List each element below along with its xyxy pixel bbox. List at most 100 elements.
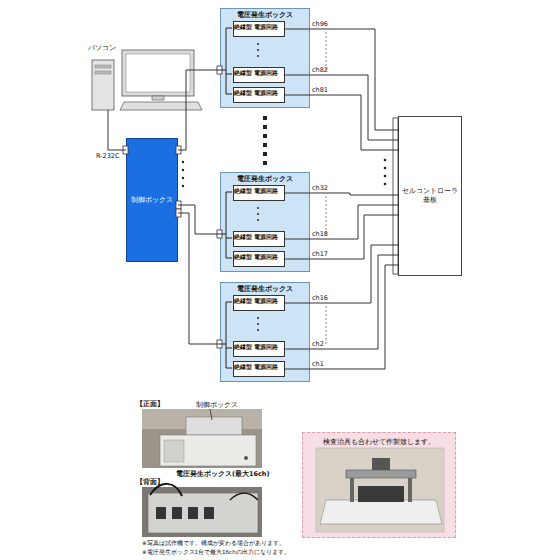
ellipsis-dot [257, 213, 259, 215]
ellipsis-dot [257, 323, 259, 325]
omission-dash [326, 32, 327, 70]
ellipsis-dot [182, 177, 184, 179]
node-text: 絶縁型 電源回路 [234, 23, 262, 30]
channel-label: ch2 [312, 340, 324, 348]
power-circuit: 絶縁型 電源回路 [233, 341, 285, 357]
node-text: 絶縁型 電源回路 [234, 343, 262, 350]
jig-plate [346, 470, 416, 478]
ellipsis-square [263, 161, 267, 165]
connector [176, 146, 181, 154]
ellipsis-square [263, 152, 267, 156]
ellipsis-dot [384, 183, 387, 186]
photo-background [316, 448, 444, 532]
photo-caption: 【正面】 [136, 400, 164, 408]
switch-detail [244, 456, 248, 460]
power-circuit: 絶縁型 電源回路 [233, 361, 285, 377]
pc-node: パソコン [88, 44, 200, 110]
photo-caption: 【背面】 [136, 478, 164, 486]
node-text: 制御ボックス [131, 195, 173, 205]
panel-detail [164, 440, 184, 462]
omission-dash [326, 196, 327, 234]
interface-label: R-232C [96, 152, 120, 160]
signal-wire [285, 265, 398, 369]
photo-callout: 電圧発生ボックス(最大16ch) [176, 470, 269, 478]
ellipsis-dot [182, 161, 184, 163]
signal-wire [285, 245, 398, 303]
node-text: 絶縁型 電源回路 [234, 233, 262, 240]
jig-photo [316, 448, 444, 532]
node-text: 検査治具も合わせて作製致します。 [303, 437, 455, 447]
connector [176, 209, 181, 217]
power-circuit: 絶縁型 電源回路 [233, 67, 285, 83]
photo-background [142, 409, 262, 468]
node-text: 電圧発生ボックス [221, 284, 309, 294]
drive-bay [95, 71, 111, 74]
node-text: 絶縁型 電源回路 [234, 69, 262, 76]
jig-post [350, 478, 354, 502]
signal-wire [285, 29, 398, 130]
power-circuit: 絶縁型 電源回路 [233, 87, 285, 103]
port-detail [188, 507, 198, 519]
ellipsis-dot [257, 55, 259, 57]
port-detail [204, 507, 214, 519]
port-detail [172, 507, 182, 519]
signal-wire [285, 255, 398, 349]
power-circuit: 絶縁型 電源回路 [233, 185, 285, 201]
connector [176, 201, 181, 209]
keyboard [120, 102, 202, 110]
ellipsis-dot [384, 159, 387, 162]
connector-group [123, 66, 398, 348]
note-box: 検査治具も合わせて作製致します。 [302, 432, 456, 538]
board-connector [393, 118, 398, 274]
control-box-photo [186, 417, 242, 435]
ellipsis-dot [257, 207, 259, 209]
pc-illustration [92, 50, 202, 110]
ellipsis-dot [257, 49, 259, 51]
signal-wire [178, 70, 220, 150]
ellipsis-dot [257, 317, 259, 319]
power-circuit: 絶縁型 電源回路 [233, 231, 285, 247]
monitor-frame [122, 50, 194, 96]
power-circuit: 絶縁型 電源回路 [233, 295, 285, 311]
voltage-box: 電圧発生ボックス絶縁型 電源回路絶縁型 電源回路絶縁型 電源回路 [220, 172, 310, 272]
internal-bus [220, 302, 232, 368]
omission-dash [326, 306, 327, 344]
cable [150, 484, 182, 496]
cable [230, 493, 258, 500]
channel-label: ch16 [312, 294, 328, 302]
monitor-screen [126, 54, 190, 92]
ellipsis-square [263, 116, 267, 120]
monitor-stand [152, 96, 164, 100]
footnote: ※電圧発生ボックス1台で最大16chの出力になります。 [142, 548, 290, 556]
channel-label: ch96 [312, 20, 328, 28]
ellipsis-dot [384, 167, 387, 170]
channel-label: ch1 [312, 360, 324, 368]
signal-wire [178, 213, 220, 344]
ellipsis-dot [182, 185, 184, 187]
jig-post [408, 478, 412, 502]
jig-block [358, 486, 404, 502]
power-circuit: 絶縁型 電源回路 [233, 21, 285, 37]
node-text: 絶縁型 電源回路 [234, 187, 262, 194]
signal-wire [285, 95, 398, 150]
jig-lever [372, 458, 390, 470]
node-text: 電圧発生ボックス [221, 10, 309, 20]
port-detail [156, 507, 166, 519]
channel-label: ch17 [312, 250, 328, 258]
ellipsis-square [263, 143, 267, 147]
ellipsis-dot [257, 43, 259, 45]
jig-base [320, 500, 442, 524]
ellipsis-square [263, 125, 267, 129]
channel-label: ch18 [312, 230, 328, 238]
cell-controller-board: セルコントローラ 基板 [398, 116, 462, 276]
ellipsis-dot [257, 329, 259, 331]
signal-wire [285, 193, 398, 195]
ellipsis-dot [384, 175, 387, 178]
pc-tower [92, 60, 114, 110]
voltage-box-photo [160, 435, 256, 466]
bus-group [220, 28, 232, 368]
node-text: 絶縁型 電源回路 [234, 89, 262, 96]
ellipsis-group [182, 43, 387, 331]
footnote: ※写真は試作機です。構成が変わる場合があります。 [142, 539, 285, 547]
power-circuit: 絶縁型 電源回路 [233, 251, 285, 267]
